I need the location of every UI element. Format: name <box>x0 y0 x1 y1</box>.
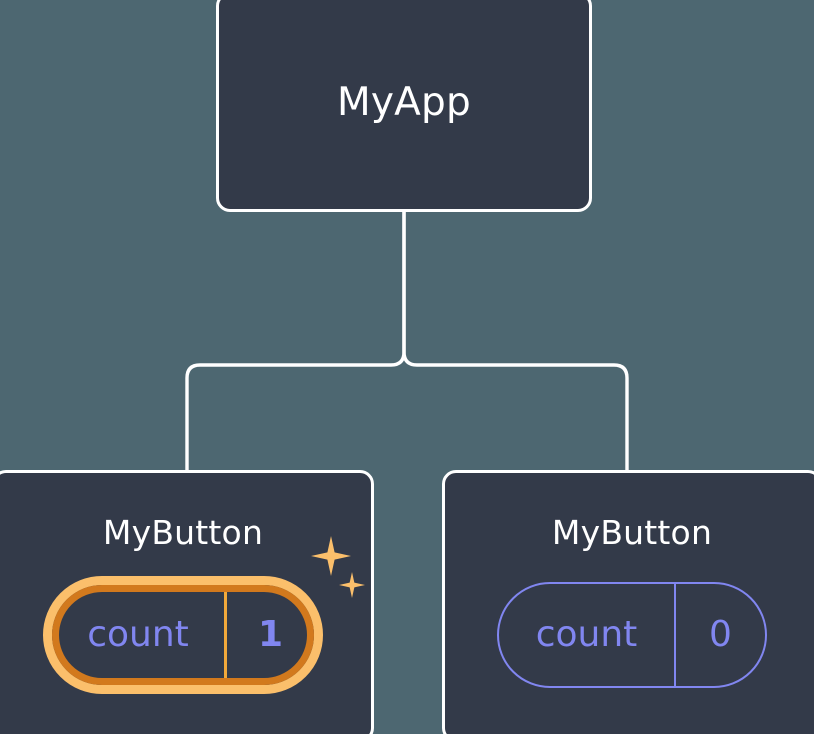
edge-root-to-right <box>402 210 629 473</box>
state-badge-right[interactable]: count 0 <box>497 582 767 688</box>
node-root-title: MyApp <box>337 79 471 125</box>
node-mybutton-right-title: MyButton <box>551 513 713 552</box>
sparkle-large-icon <box>311 536 351 576</box>
sparkle-group-icon <box>307 536 369 608</box>
state-badge-left[interactable]: count 1 <box>43 576 323 694</box>
state-badge-right-key: count <box>535 614 638 655</box>
state-badge-right-value: 0 <box>674 584 765 686</box>
node-mybutton-left[interactable]: MyButton count 1 <box>0 470 374 734</box>
node-mybutton-right[interactable]: MyButton count 0 <box>442 470 814 734</box>
node-root[interactable]: MyApp <box>216 0 592 212</box>
state-badge-wrapper-left: count 1 <box>43 536 365 694</box>
node-mybutton-left-title: MyButton <box>102 513 264 552</box>
edge-root-to-left <box>185 210 406 473</box>
sparkle-small-icon <box>339 572 365 598</box>
state-badge-left-key: count <box>87 614 189 655</box>
state-badge-wrapper-right: count 0 <box>497 552 767 688</box>
state-badge-left-value: 1 <box>224 585 314 685</box>
